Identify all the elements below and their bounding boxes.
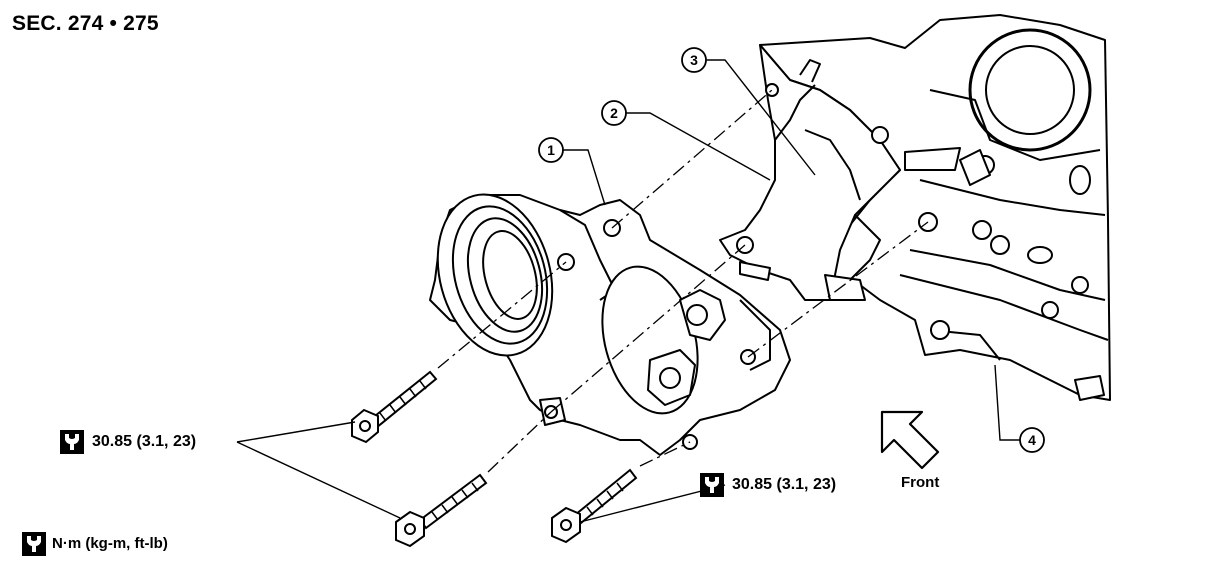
ac-compressor (429, 193, 791, 456)
svg-text:1: 1 (547, 142, 555, 158)
engine-block (759, 14, 1111, 401)
callout-1: 1 (538, 137, 564, 163)
bolt-upper-left (351, 370, 438, 444)
svg-text:2: 2 (610, 105, 618, 121)
callout-3: 3 (681, 47, 707, 73)
bolt-lower-right (551, 468, 638, 544)
section-label: SEC. 274 • 275 (12, 12, 159, 35)
torque-spec-right: 30.85 (3.1, 23) (732, 476, 837, 493)
bolt-lower-left (395, 473, 488, 548)
arrow-up-left-icon (880, 410, 940, 470)
front-label: Front (901, 474, 940, 491)
wrench-icon (60, 430, 84, 454)
callout-4: 4 (1019, 427, 1045, 453)
compressor-bracket (719, 44, 938, 301)
unit-legend: N·m (kg-m, ft-lb) (52, 535, 168, 552)
alignment-lines (437, 89, 929, 473)
svg-text:4: 4 (1028, 432, 1036, 448)
wrench-icon (700, 473, 724, 497)
callout-2: 2 (601, 100, 627, 126)
svg-text:3: 3 (690, 52, 698, 68)
torque-spec-left: 30.85 (3.1, 23) (92, 433, 197, 450)
wrench-icon (22, 532, 46, 556)
